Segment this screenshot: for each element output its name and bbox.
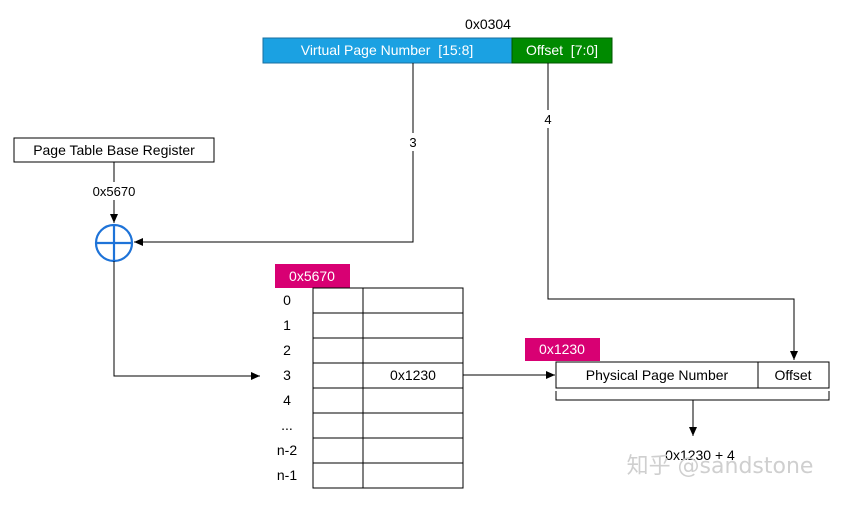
offset-value: 4 xyxy=(544,112,551,127)
ptbr-value-bg xyxy=(88,182,140,200)
vpn-value-bg xyxy=(405,133,421,151)
watermark: 知乎 @sandstone xyxy=(627,454,814,479)
ptbr-label: Page Table Base Register xyxy=(33,142,195,158)
table-row-index: ... xyxy=(281,417,293,433)
table-cell-entry xyxy=(362,437,464,464)
page-table-address-tag xyxy=(275,264,350,288)
vpn-field-label: Virtual Page Number [15:8] xyxy=(301,42,474,58)
table-cell-entry xyxy=(362,362,464,389)
table-cell-entry xyxy=(362,387,464,414)
adder-plus-icon xyxy=(94,223,134,263)
table-row-index: 0 xyxy=(283,292,291,308)
table-cell-flag xyxy=(312,362,364,389)
virtual-address-value: 0x0304 xyxy=(465,16,511,32)
offset-value-bg xyxy=(540,110,556,128)
physical-offset-label: Offset xyxy=(774,367,811,383)
ptbr-value: 0x5670 xyxy=(93,184,136,199)
table-cell-entry xyxy=(362,312,464,339)
table-row: 4 xyxy=(283,387,464,414)
table-cell-flag xyxy=(312,437,364,464)
page-table-address-tag-label: 0x5670 xyxy=(289,268,335,284)
table-row-index: 1 xyxy=(283,317,291,333)
ptbr-box xyxy=(13,137,215,163)
vpn-value: 3 xyxy=(409,135,416,150)
offset-field xyxy=(511,37,613,64)
table-cell-entry xyxy=(362,287,464,314)
table-row-index: 4 xyxy=(283,392,291,408)
vpn-arrow xyxy=(134,63,414,246)
offset-field-label: Offset [7:0] xyxy=(526,42,598,58)
table-row-index: n-2 xyxy=(277,442,297,458)
table-cell-entry xyxy=(362,337,464,364)
table-row: ... xyxy=(281,412,464,439)
table-cell-flag xyxy=(312,312,364,339)
table-cell-entry xyxy=(362,462,464,489)
table-cell-entry xyxy=(362,412,464,439)
adder-to-table-arrow xyxy=(113,261,260,380)
physical-offset-field xyxy=(757,361,830,389)
offset-arrow xyxy=(547,63,798,360)
table-cell-flag xyxy=(312,337,364,364)
page-table: 0 1 2 3 0x1230 4... n-2 n-1 xyxy=(277,287,464,489)
ppn-field xyxy=(555,361,759,389)
ppn-field-label: Physical Page Number xyxy=(586,367,729,383)
table-row-index: 2 xyxy=(283,342,291,358)
physical-address-bracket xyxy=(555,391,830,401)
table-row: 3 0x1230 xyxy=(283,362,464,389)
table-cell-flag xyxy=(312,462,364,489)
table-row-index: n-1 xyxy=(277,467,297,483)
table-row-index: 3 xyxy=(283,367,291,383)
table-row: n-2 xyxy=(277,437,464,464)
physical-address-result: 0x1230 + 4 xyxy=(665,447,735,463)
table-row: 2 xyxy=(283,337,464,364)
table-row: 0 xyxy=(283,287,464,314)
physical-tag-label: 0x1230 xyxy=(539,341,585,357)
table-cell-flag xyxy=(312,412,364,439)
table-row: 1 xyxy=(283,312,464,339)
table-row: n-1 xyxy=(277,462,464,489)
table-cell-flag xyxy=(312,387,364,414)
vpn-field xyxy=(262,37,513,64)
table-cell-flag xyxy=(312,287,364,314)
physical-tag xyxy=(525,338,600,361)
table-entry-value: 0x1230 xyxy=(390,367,436,383)
